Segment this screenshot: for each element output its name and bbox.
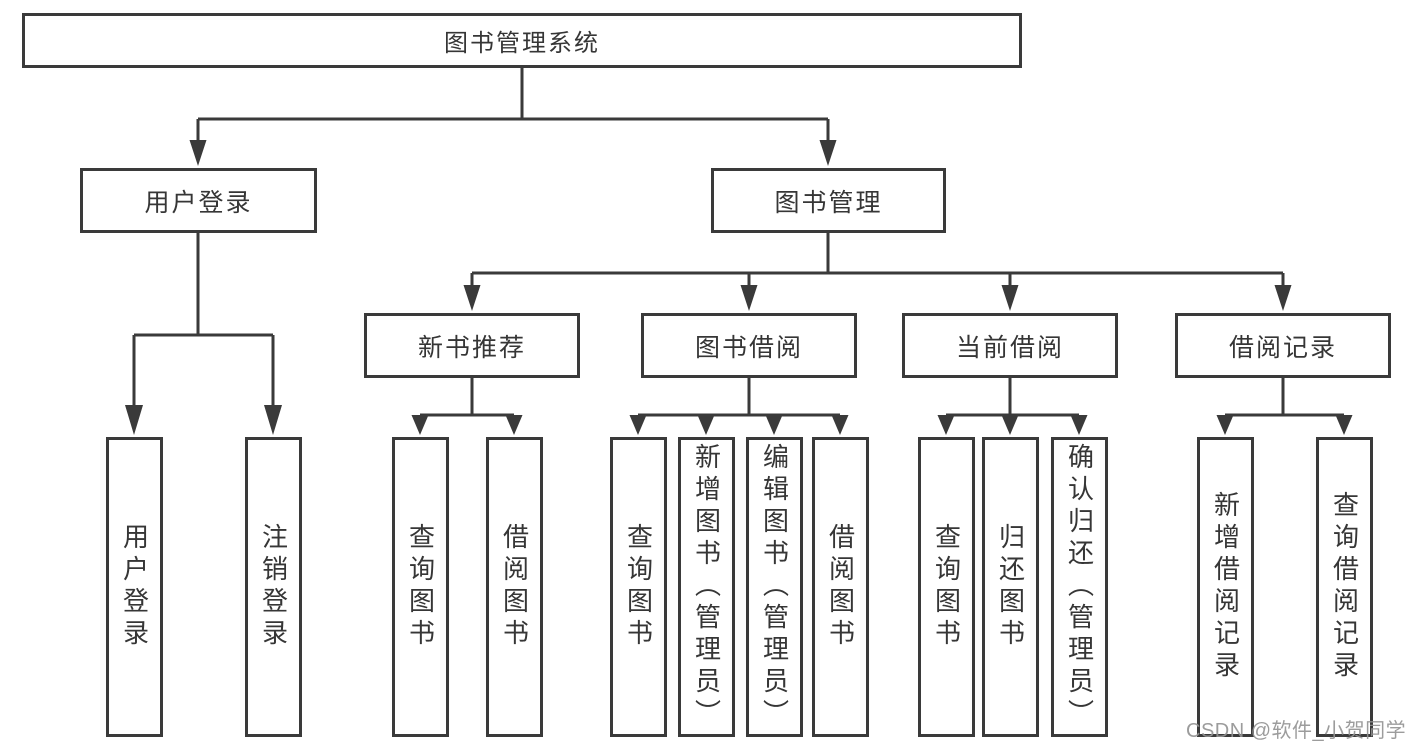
node-library-system: 图书管理系统 bbox=[22, 13, 1022, 68]
leaf-confirm-return-admin: 确认归还（管理员） bbox=[1051, 437, 1108, 737]
node-library-system-label: 图书管理系统 bbox=[444, 30, 600, 57]
leaf-edit-book-admin: 编辑图书（管理员） bbox=[746, 437, 803, 737]
leaf-current-query-books-label: 查询图书 bbox=[931, 523, 962, 651]
leaf-add-borrow-record-label: 新增借阅记录 bbox=[1210, 491, 1241, 683]
leaf-confirm-return-admin-label: 确认归还（管理员） bbox=[1064, 443, 1095, 731]
leaf-user-login-label: 用户登录 bbox=[119, 523, 150, 651]
leaf-recommend-borrow-books-label: 借阅图书 bbox=[499, 523, 530, 651]
leaf-query-borrow-record: 查询借阅记录 bbox=[1316, 437, 1373, 737]
leaf-current-query-books: 查询图书 bbox=[918, 437, 975, 737]
leaf-borrowing-borrow-books-label: 借阅图书 bbox=[825, 523, 856, 651]
leaf-logout: 注销登录 bbox=[245, 437, 302, 737]
leaf-add-book-admin-label: 新增图书（管理员） bbox=[691, 443, 722, 731]
node-user-login-label: 用户登录 bbox=[144, 188, 253, 217]
node-current-borrowing-label: 当前借阅 bbox=[955, 333, 1064, 362]
node-user-login: 用户登录 bbox=[80, 168, 317, 233]
watermark: CSDN @软件_小贺同学 bbox=[1186, 720, 1405, 742]
node-new-book-recommend: 新书推荐 bbox=[364, 313, 580, 378]
leaf-return-books-label: 归还图书 bbox=[995, 523, 1026, 651]
leaf-edit-book-admin-label: 编辑图书（管理员） bbox=[759, 443, 790, 731]
leaf-borrowing-query-books-label: 查询图书 bbox=[623, 523, 654, 651]
leaf-add-borrow-record: 新增借阅记录 bbox=[1197, 437, 1254, 737]
node-new-book-recommend-label: 新书推荐 bbox=[417, 333, 526, 362]
node-current-borrowing: 当前借阅 bbox=[902, 313, 1118, 378]
leaf-return-books: 归还图书 bbox=[982, 437, 1039, 737]
node-borrow-records: 借阅记录 bbox=[1175, 313, 1391, 378]
node-book-borrowing: 图书借阅 bbox=[641, 313, 857, 378]
leaf-recommend-query-books: 查询图书 bbox=[392, 437, 449, 737]
leaf-query-borrow-record-label: 查询借阅记录 bbox=[1329, 491, 1360, 683]
leaf-recommend-borrow-books: 借阅图书 bbox=[486, 437, 543, 737]
node-book-management: 图书管理 bbox=[711, 168, 946, 233]
node-book-borrowing-label: 图书借阅 bbox=[694, 333, 803, 362]
leaf-recommend-query-books-label: 查询图书 bbox=[405, 523, 436, 651]
leaf-add-book-admin: 新增图书（管理员） bbox=[678, 437, 735, 737]
node-book-management-label: 图书管理 bbox=[774, 188, 883, 217]
leaf-user-login: 用户登录 bbox=[106, 437, 163, 737]
leaf-borrowing-borrow-books: 借阅图书 bbox=[812, 437, 869, 737]
leaf-logout-label: 注销登录 bbox=[258, 523, 289, 651]
leaf-borrowing-query-books: 查询图书 bbox=[610, 437, 667, 737]
node-borrow-records-label: 借阅记录 bbox=[1228, 333, 1337, 362]
